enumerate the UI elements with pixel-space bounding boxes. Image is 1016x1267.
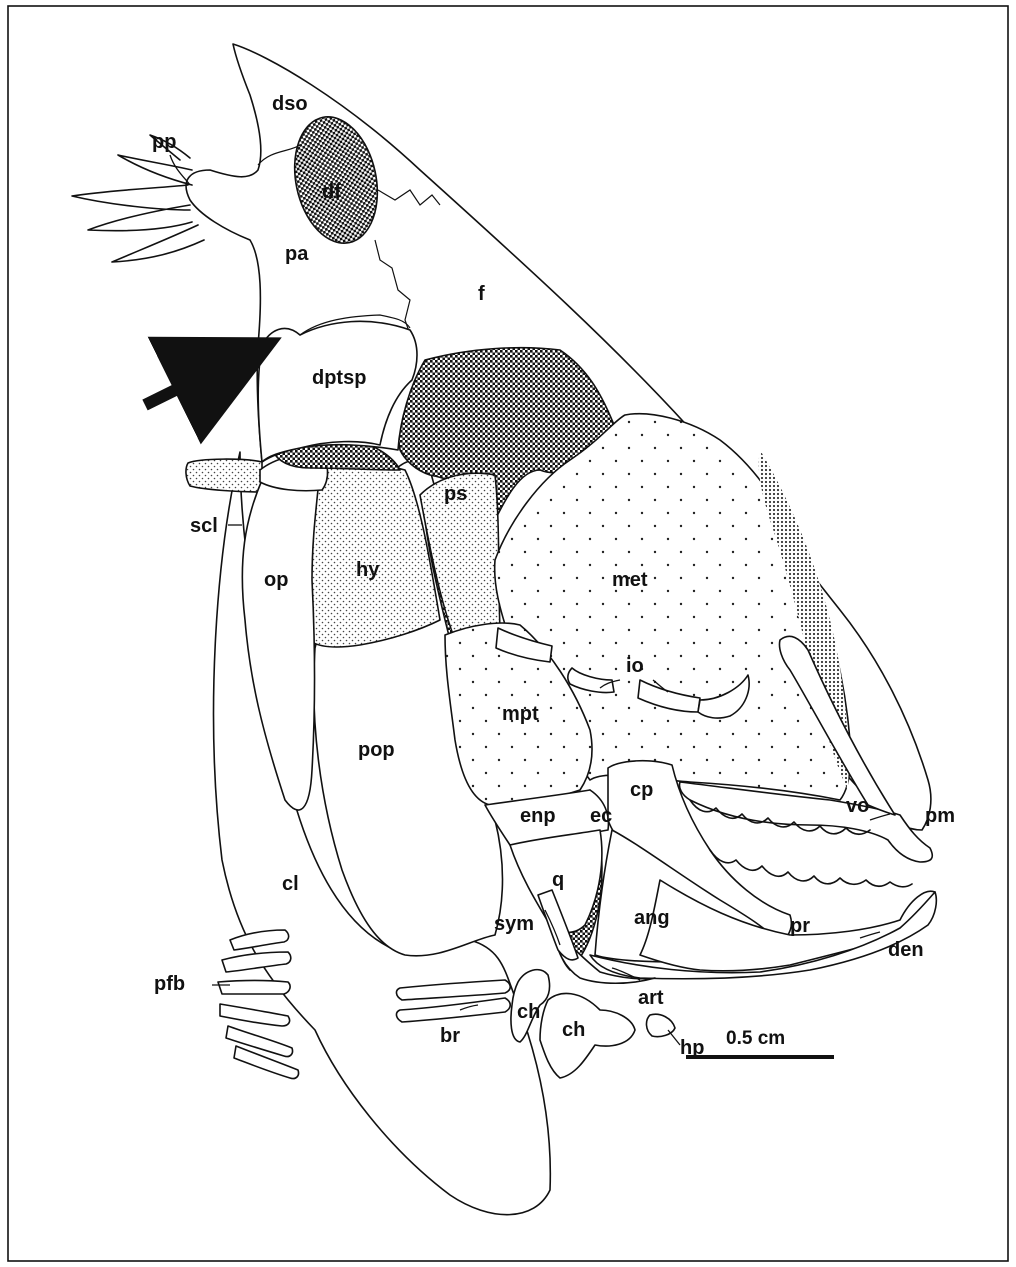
label-enp: enp [520, 805, 556, 827]
label-scl: scl [190, 515, 218, 537]
label-art: art [638, 987, 664, 1009]
label-pm: pm [925, 805, 955, 827]
label-pop: pop [358, 739, 395, 761]
label-io: io [626, 655, 644, 677]
label-dso: dso [272, 93, 308, 115]
label-hy: hy [356, 559, 380, 581]
label-mpt: mpt [502, 703, 539, 725]
label-cl: cl [282, 873, 299, 895]
label-pp: pp [152, 131, 176, 153]
label-den: den [888, 939, 924, 961]
label-ch-2: ch [562, 1019, 585, 1041]
label-op: op [264, 569, 288, 591]
label-ch-1: ch [517, 1001, 540, 1023]
scale-bar: 0.5 cm [686, 1028, 834, 1057]
pp-spines [72, 135, 204, 262]
label-cp: cp [630, 779, 653, 801]
label-met: met [612, 569, 648, 591]
label-dptsp: dptsp [312, 367, 366, 389]
label-q: q [552, 869, 564, 891]
label-pr: pr [790, 915, 810, 937]
scale-bar-label: 0.5 cm [726, 1028, 785, 1049]
supracleithrum-bone [186, 459, 262, 492]
label-ec: ec [590, 805, 612, 827]
ceratohyal-2 [540, 993, 635, 1078]
lower-teeth [710, 850, 912, 887]
label-pfb: pfb [154, 973, 185, 995]
label-sym: sym [494, 913, 534, 935]
label-pa: pa [285, 243, 309, 265]
label-ang: ang [634, 907, 670, 929]
arrow-indicator [145, 364, 228, 405]
label-ps: ps [444, 483, 467, 505]
label-df: df [322, 181, 341, 203]
label-vo: vo [846, 795, 869, 817]
label-br: br [440, 1025, 460, 1047]
label-f: f [478, 283, 485, 305]
